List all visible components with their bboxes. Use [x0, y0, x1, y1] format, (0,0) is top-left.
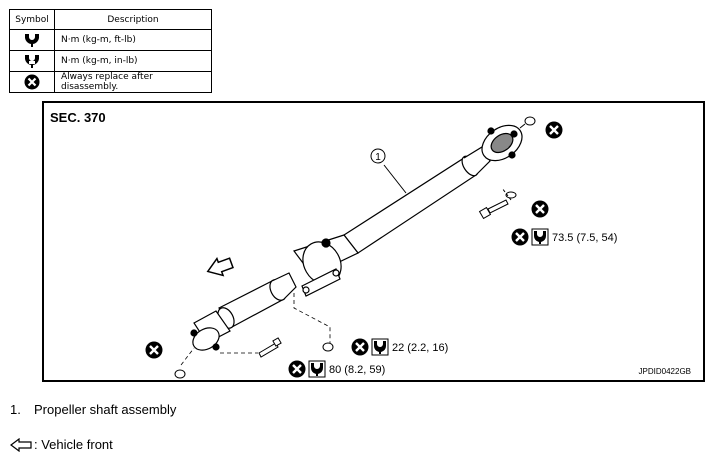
callout-1-number: 1: [375, 152, 381, 163]
rear-nut: [519, 116, 536, 129]
legend-row: N·m (kg-m, in-lb): [9, 50, 212, 72]
front-nut: [174, 369, 186, 379]
part-name: Propeller shaft assembly: [34, 402, 177, 417]
section-label: SEC. 370: [50, 110, 106, 125]
front-tube: [217, 272, 297, 329]
vehicle-front-legend: : Vehicle front: [10, 437, 113, 452]
torque-callout-rear: 73.5 (7.5, 54): [510, 227, 617, 247]
legend-header-row: Symbol Description: [9, 9, 212, 30]
torque-in-lb-icon: [25, 55, 39, 68]
always-replace-icon: [510, 227, 530, 247]
propeller-shaft-diagram: 1 73.5 (7.5, 54) 22 (2.2, 16) 80 (8.2, 5…: [42, 101, 705, 382]
legend-row: Always replace after disassembly.: [9, 71, 212, 93]
legend-header-symbol: Symbol: [9, 9, 55, 30]
symbol-legend-table: Symbol Description N·m (kg-m, ft-lb) N·m…: [9, 9, 212, 93]
rear-bolt: [478, 187, 512, 220]
legend-text-ft-lb: N·m (kg-m, ft-lb): [54, 29, 212, 51]
always-replace-icon: [24, 74, 40, 90]
rear-flange: [481, 124, 523, 162]
torque-callout-center: 22 (2.2, 16): [350, 337, 448, 357]
assembly-lines: [180, 293, 331, 366]
propeller-shaft-illustration: 1 73.5 (7.5, 54) 22 (2.2, 16) 80 (8.2, 5…: [144, 116, 617, 379]
torque-ft-lb-icon: [371, 338, 389, 356]
torque-ft-lb-icon: [308, 360, 326, 378]
center-bearing-nut: [322, 342, 334, 352]
legend-text-replace: Always replace after disassembly.: [54, 71, 212, 93]
part-list-item: 1. Propeller shaft assembly: [10, 402, 176, 417]
torque-value-center: 22 (2.2, 16): [392, 342, 448, 354]
legend-row: N·m (kg-m, ft-lb): [9, 29, 212, 51]
legend-header-description: Description: [54, 9, 212, 30]
front-flange: [190, 310, 231, 351]
rear-tube: [343, 146, 491, 254]
part-number: 1.: [10, 402, 21, 417]
always-replace-icon: [530, 199, 550, 219]
vehicle-front-arrow-icon: [10, 437, 32, 452]
vehicle-front-arrow: [206, 256, 234, 277]
torque-ft-lb-icon: [25, 34, 39, 47]
front-bolt: [258, 337, 282, 358]
torque-callout-front: 80 (8.2, 59): [287, 359, 385, 379]
torque-ft-lb-icon: [531, 228, 549, 246]
legend-text-in-lb: N·m (kg-m, in-lb): [54, 50, 212, 72]
center-bearing: [293, 234, 359, 297]
always-replace-icon: [144, 340, 164, 360]
torque-value-rear: 73.5 (7.5, 54): [552, 232, 617, 244]
rear-washer: [505, 191, 517, 199]
always-replace-icon: [350, 337, 370, 357]
figure-id: JPDID0422GB: [638, 367, 691, 376]
torque-value-front: 80 (8.2, 59): [329, 364, 385, 376]
vehicle-front-text: : Vehicle front: [34, 437, 113, 452]
always-replace-icon: [287, 359, 307, 379]
always-replace-icon: [544, 120, 564, 140]
callout-1: 1: [370, 148, 407, 194]
